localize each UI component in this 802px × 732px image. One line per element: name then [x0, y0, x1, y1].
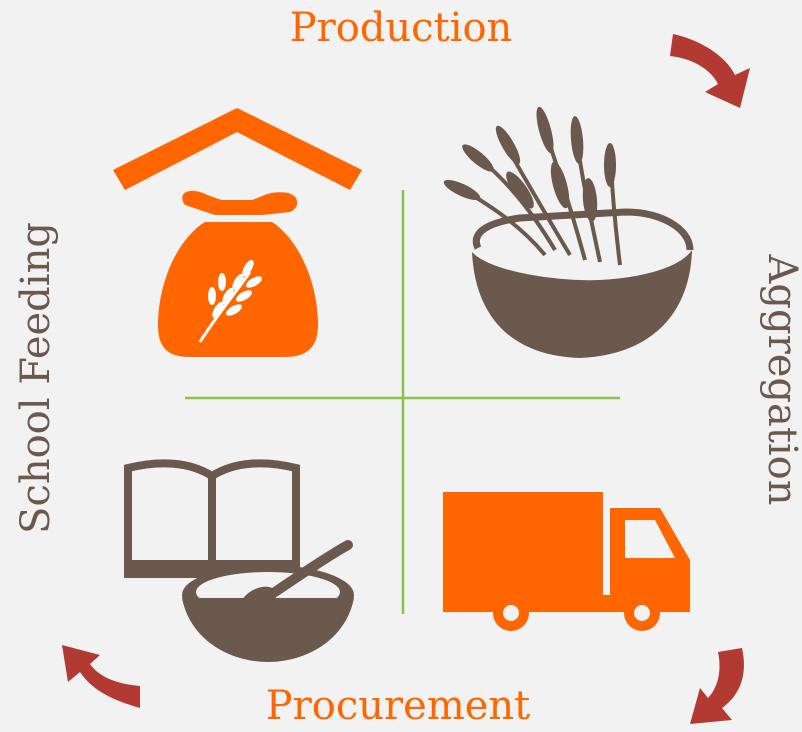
- truck-window-icon: [625, 520, 675, 558]
- curved-arrow-bottom-left-icon: [62, 645, 140, 708]
- label-procurement: Procurement: [265, 683, 531, 729]
- bowl-rim-icon: [472, 208, 694, 251]
- bowl-body-icon: [472, 250, 692, 358]
- quadrant-divider: [185, 190, 620, 614]
- cycle-arrows: [62, 34, 750, 724]
- delivery-truck-icon: [443, 492, 690, 631]
- spoon-head-icon: [239, 586, 277, 616]
- label-aggregation: Aggregation: [759, 254, 802, 506]
- sack-tie-icon: [182, 190, 298, 215]
- wheat-bowl-icon: [443, 106, 694, 358]
- soup-bowl-body: [182, 598, 354, 662]
- truck-cargo-icon: [443, 492, 603, 595]
- label-school-feeding: School Feeding: [13, 222, 59, 534]
- spoon-handle-icon: [270, 540, 353, 597]
- label-production: Production: [289, 5, 513, 51]
- book-and-bowl-icon: [124, 459, 354, 662]
- curved-arrow-top-right-icon: [670, 34, 750, 108]
- wheat-heads-icon: [443, 106, 616, 222]
- wheat-emblem-icon: [198, 259, 263, 343]
- grain-sack-house-icon: [113, 108, 362, 357]
- curved-arrow-bottom-right-icon: [690, 648, 744, 724]
- roof-icon: [113, 108, 362, 190]
